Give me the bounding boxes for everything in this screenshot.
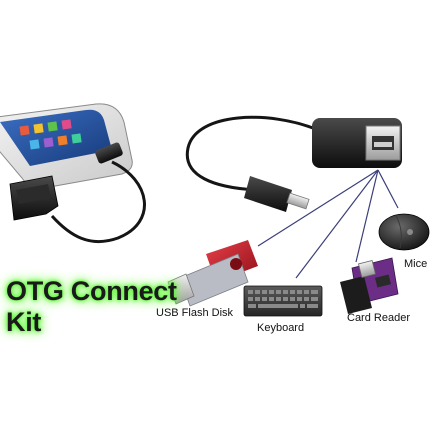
card-reader-icon <box>340 257 399 314</box>
kit-title: OTG Connect Kit <box>6 276 177 338</box>
mouse-icon <box>378 213 430 251</box>
kit-title-line-1: OTG Connect <box>6 276 177 306</box>
connector-lines <box>257 169 399 279</box>
keyboard-icon <box>243 285 323 317</box>
label-mice: Mice <box>404 258 428 270</box>
usb-flash-drive-icon <box>167 240 258 307</box>
label-card-reader: Card Reader <box>347 312 410 324</box>
label-keyboard: Keyboard <box>257 322 305 334</box>
otg-cable-icon <box>185 115 402 212</box>
phone-otg-cable-icon <box>9 142 146 244</box>
label-usb-flash-disk: USB Flash Disk <box>156 307 234 319</box>
kit-title-line-2: Kit <box>6 307 42 337</box>
smartphone-icon <box>0 103 133 189</box>
